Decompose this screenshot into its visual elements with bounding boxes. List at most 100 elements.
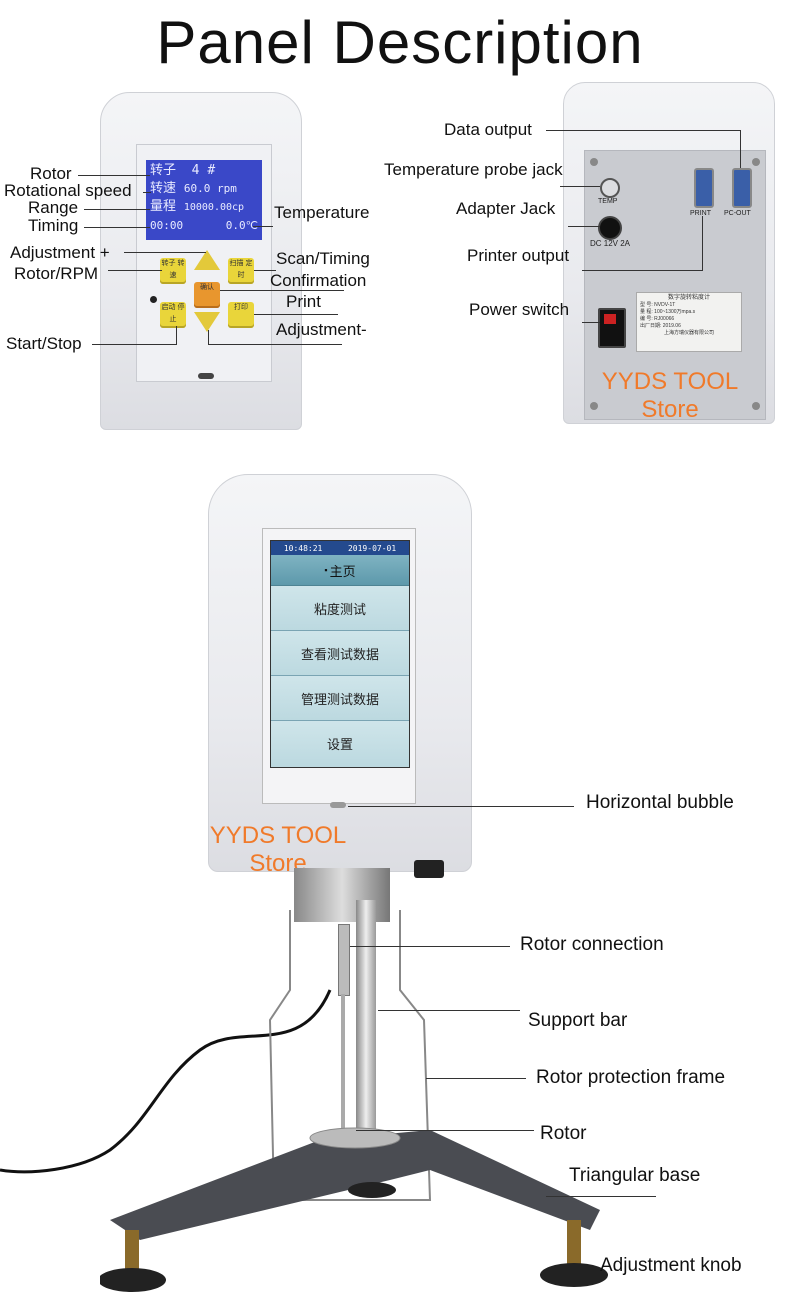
- label-rotor-protection-frame: Rotor protection frame: [536, 1067, 726, 1088]
- adjust-up-key[interactable]: [194, 250, 220, 270]
- leader-print: [254, 314, 338, 315]
- label-rotor-connection: Rotor connection: [520, 934, 664, 955]
- label-data-output: Data output: [444, 120, 532, 139]
- leader-triangular-base: [546, 1196, 656, 1197]
- cable-socket: [414, 860, 444, 878]
- menu-view-data[interactable]: 查看测试数据: [271, 631, 409, 676]
- leader-range: [84, 209, 150, 210]
- label-rotational-speed: Rotational speed: [4, 181, 132, 200]
- leader-adjustment-minus-v: [208, 330, 209, 345]
- label-support-bar: Support bar: [528, 1010, 628, 1031]
- lcd-rotor-value: 4 #: [191, 163, 216, 178]
- lcd-timer: 00:00: [150, 219, 184, 232]
- leader-confirmation: [220, 290, 344, 291]
- leader-power-switch: [582, 322, 600, 323]
- leader-rotor-rpm: [108, 270, 162, 271]
- nameplate-line3: 编 号: RJ00066: [640, 316, 675, 322]
- support-bar: [356, 900, 376, 1140]
- pc-out-port[interactable]: [732, 168, 752, 208]
- lcd-speed-label: 转速: [150, 181, 177, 196]
- label-range: Range: [28, 198, 79, 217]
- leader-data-output: [546, 130, 740, 131]
- rotor-speed-key[interactable]: 转子 转速: [160, 258, 186, 284]
- leader-adjustment-plus: [124, 252, 206, 253]
- temp-probe-jack[interactable]: [600, 178, 620, 198]
- menu-settings[interactable]: 设置: [271, 721, 409, 765]
- leader-start-stop-v: [176, 326, 177, 345]
- menu-viscosity-test[interactable]: 粘度测试: [271, 586, 409, 631]
- leader-scan-timing: [254, 270, 276, 271]
- nameplate-line2: 量 程: 100~1300万mpa.s: [640, 309, 696, 315]
- label-horizontal-bubble: Horizontal bubble: [586, 792, 734, 813]
- label-temp-probe-jack: Temperature probe jack: [384, 160, 563, 179]
- label-printer-output: Printer output: [467, 246, 570, 265]
- status-date: 2019-07-01: [347, 543, 397, 553]
- watermark-back-line1: YYDS TOOL: [601, 368, 739, 395]
- dc-mark: DC 12V 2A: [590, 239, 631, 248]
- leader-adapter-jack: [568, 226, 600, 227]
- confirm-key[interactable]: 确认: [194, 282, 220, 308]
- label-temperature: Temperature: [274, 203, 370, 222]
- screw-icon: [590, 402, 598, 410]
- leader-start-stop: [92, 344, 176, 345]
- leader-rotor-connection: [350, 946, 510, 947]
- lcd-temperature: 0.0℃: [225, 219, 258, 232]
- lcd-speed-value: 60.0 rpm: [183, 182, 237, 195]
- nameplate-line4: 出厂日期: 2019.06: [640, 323, 681, 329]
- label-power-switch: Power switch: [469, 300, 570, 319]
- lcd-range-value: 10000.00cp: [183, 202, 245, 213]
- label-adapter-jack: Adapter Jack: [456, 199, 556, 218]
- label-scan-timing: Scan/Timing: [276, 249, 370, 268]
- label-timing: Timing: [28, 216, 79, 235]
- screw-icon: [752, 402, 760, 410]
- print-key[interactable]: 打印: [228, 302, 254, 328]
- screw-icon: [590, 158, 598, 166]
- leader-rotor-protection-frame: [426, 1078, 526, 1079]
- triangular-base: [100, 1127, 608, 1292]
- leader-adjustment-minus: [208, 344, 342, 345]
- indicator-dot: [150, 296, 157, 303]
- leader-printer-output: [582, 270, 702, 271]
- status-time: 10:48:21: [283, 543, 323, 553]
- leader-rotational-speed: [143, 192, 151, 193]
- label-adjustment-minus: Adjustment-: [276, 320, 367, 339]
- screw-icon: [752, 158, 760, 166]
- leader-timing: [84, 227, 150, 228]
- leader-temperature: [253, 226, 273, 227]
- start-stop-key[interactable]: 启动 停止: [160, 302, 186, 328]
- label-rotor-rpm: Rotor/RPM: [14, 264, 99, 283]
- leader-temp-probe-jack: [560, 186, 600, 187]
- label-confirmation: Confirmation: [270, 271, 367, 290]
- leader-support-bar: [378, 1010, 520, 1011]
- watermark-back: YYDS TOOL Store: [592, 368, 748, 424]
- home-header: ▪ 主页: [271, 555, 409, 586]
- adjust-down-key[interactable]: [194, 312, 220, 332]
- print-port[interactable]: [694, 168, 714, 208]
- leader-horizontal-bubble: [348, 806, 574, 807]
- watermark-front-line1: YYDS TOOL: [209, 822, 347, 849]
- status-bar: 10:48:21 2019-07-01: [271, 541, 409, 555]
- label-adjustment-knob: Adjustment knob: [600, 1255, 742, 1276]
- adapter-jack[interactable]: [598, 216, 622, 240]
- scan-timing-key[interactable]: 扫描 定时: [228, 258, 254, 284]
- rotor-shaft: [341, 994, 345, 1134]
- page-title: Panel Description: [156, 9, 644, 76]
- watermark-front: YYDS TOOL Store: [200, 822, 356, 878]
- home-icon: ▪: [324, 565, 328, 575]
- power-cable: [0, 989, 332, 1174]
- rotor-protection-frame: [268, 910, 432, 1201]
- touch-screen: 10:48:21 2019-07-01 ▪ 主页 粘度测试 查看测试数据 管理测…: [270, 540, 410, 768]
- menu-manage-data[interactable]: 管理测试数据: [271, 676, 409, 721]
- temp-mark: TEMP: [598, 198, 618, 205]
- print-mark: PRINT: [690, 210, 711, 217]
- watermark-back-line2: Store: [641, 396, 699, 423]
- leader-rotor-part: [356, 1130, 534, 1131]
- label-rotor-part: Rotor: [540, 1123, 587, 1144]
- nameplate: 数字旋转粘度计 型 号: NVDV-1T 量 程: 100~1300万mpa.s…: [636, 292, 742, 352]
- label-adjustment-plus: Adjustment +: [10, 243, 110, 262]
- front-panel-slot: [198, 373, 214, 379]
- leader-printer-output-v: [702, 216, 703, 271]
- label-print: Print: [286, 292, 321, 311]
- nameplate-title: 数字旋转粘度计: [667, 295, 710, 301]
